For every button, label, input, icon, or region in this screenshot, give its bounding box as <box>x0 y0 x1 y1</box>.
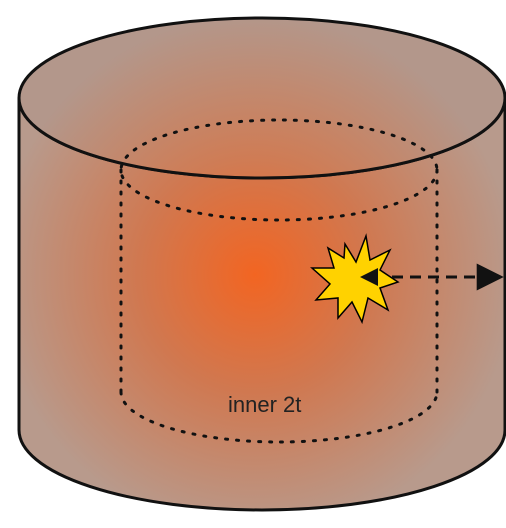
outer-cylinder-top <box>19 18 505 178</box>
inner-cylinder-label: inner 2t <box>228 392 301 417</box>
